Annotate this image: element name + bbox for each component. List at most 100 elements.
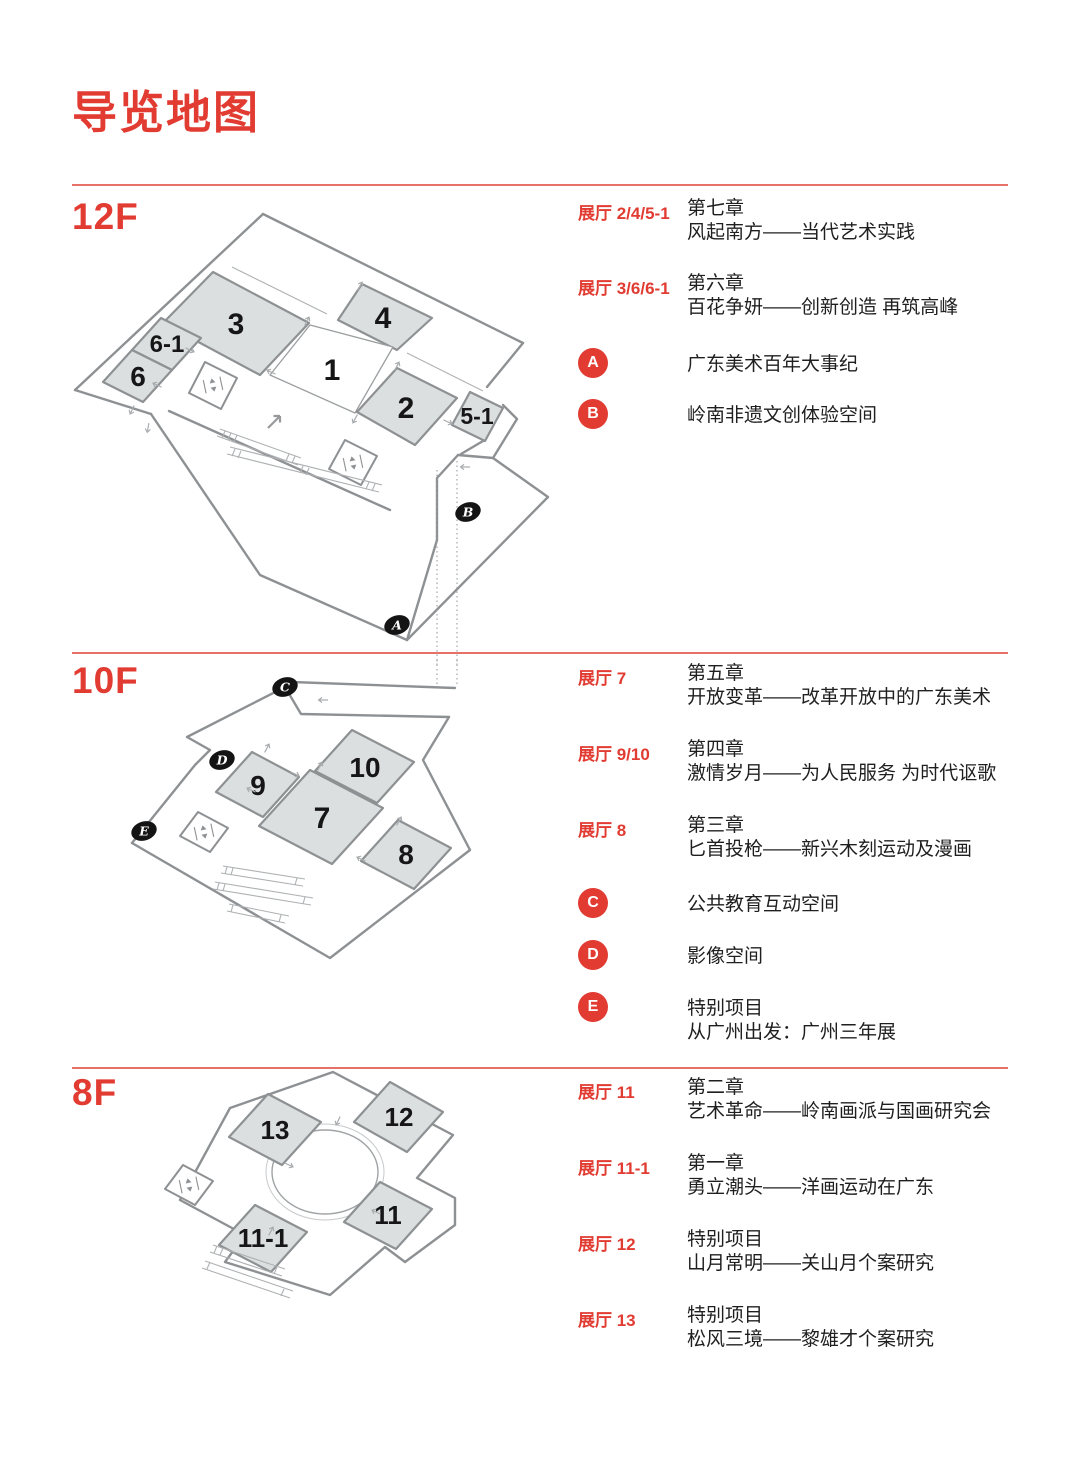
chapter: 第二章: [687, 1077, 745, 1098]
floor-label-10f: 10F: [72, 660, 139, 701]
hall-label: 展厅 3/6/6-1: [578, 279, 670, 298]
exhibit-title: 山月常明——关山月个案研究: [687, 1253, 935, 1274]
room-6-1: 6-1: [130, 316, 203, 372]
exhibit-title: 艺术革命——岭南画派与国画研究会: [687, 1101, 992, 1122]
legend-row: 展厅 3/6/6-1 第六章 百花争妍——创新创造 再筑高峰: [578, 272, 1014, 320]
svg-text:8: 8: [398, 839, 414, 870]
wall: [130, 715, 472, 960]
connector-dotted-line: [436, 461, 458, 665]
wall: [405, 453, 460, 642]
page-title: 导览地图: [72, 87, 261, 138]
corridor-line: [231, 266, 484, 392]
wall: [261, 212, 525, 345]
chapter: 特别项目: [687, 1305, 764, 1326]
room-6: 6: [101, 348, 174, 404]
legend-row: B 岭南非遗文创体验空间: [578, 399, 1014, 429]
marker-badge: E: [578, 992, 608, 1022]
svg-text:11: 11: [374, 1200, 402, 1230]
hall-label: 展厅 12: [578, 1235, 636, 1254]
legend-row: 展厅 8 第三章 匕首投枪——新兴木刻运动及漫画: [578, 814, 1014, 862]
hall-label: 展厅 2/4/5-1: [578, 204, 670, 223]
legend-row: 展厅 2/4/5-1 第七章 风起南方——当代艺术实践: [578, 197, 1014, 245]
legend-row: 展厅 9/10 第四章 激情岁月——为人民服务 为时代讴歌: [578, 738, 1014, 786]
room-9: 9: [214, 750, 301, 819]
room-11: 11: [342, 1180, 434, 1251]
room-11-1: 11-1: [217, 1203, 309, 1274]
marker-title: 特别项目: [687, 998, 764, 1019]
chapter: 第四章: [687, 739, 745, 760]
exhibit-title: 勇立潮头——洋画运动在广东: [687, 1177, 935, 1198]
exhibit-title: 百花争妍——创新创造 再筑高峰: [687, 297, 959, 318]
hall-label: 展厅 11-1: [578, 1159, 650, 1178]
legend-row: 展厅 11 第二章 艺术革命——岭南画派与国画研究会: [578, 1076, 1014, 1124]
svg-text:5-1: 5-1: [460, 403, 493, 429]
legend-row: 展厅 11-1 第一章 勇立潮头——洋画运动在广东: [578, 1152, 1014, 1200]
escalator: [216, 428, 302, 466]
exhibit-title: 开放变革——改革开放中的广东美术: [687, 687, 992, 708]
chapter: 特别项目: [687, 1229, 764, 1250]
wall: [485, 341, 525, 389]
svg-text:2: 2: [398, 392, 415, 425]
hall-label: 展厅 9/10: [578, 745, 650, 764]
legend-row: 展厅 12 特别项目 山月常明——关山月个案研究: [578, 1228, 1014, 1276]
svg-text:A: A: [391, 618, 402, 633]
hall-label: 展厅 13: [578, 1311, 636, 1330]
svg-text:D: D: [216, 753, 228, 768]
hall-label: 展厅 11: [578, 1083, 635, 1102]
marker-badge: D: [578, 940, 608, 970]
floor-map-12f: 3 4 1 2 6-1 6 5-1: [73, 212, 550, 665]
floor-map-8f: 13 12 11-1 11: [164, 1070, 457, 1299]
legend-row: 展厅 7 第五章 开放变革——改革开放中的广东美术: [578, 662, 1014, 710]
svg-text:1: 1: [324, 354, 341, 387]
legend-row: 展厅 13 特别项目 松风三境——黎雄才个案研究: [578, 1304, 1014, 1352]
map-marker-a: A: [384, 615, 410, 635]
floor-label-12f: 12F: [72, 196, 139, 237]
map-marker-c: C: [272, 677, 298, 697]
legend-row: A 广东美术百年大事纪: [578, 348, 1014, 378]
escalator: [226, 446, 383, 493]
wall: [130, 685, 287, 845]
rotunda: [271, 1129, 379, 1215]
section-divider: [72, 652, 1008, 654]
svg-text:13: 13: [261, 1115, 290, 1145]
elevator-icon: [179, 811, 229, 853]
wall: [459, 439, 485, 456]
room-5-1: 5-1: [450, 390, 505, 443]
direction-arrow: [266, 414, 282, 430]
section-divider: [72, 184, 1008, 186]
map-marker-d: D: [209, 750, 235, 770]
svg-text:10: 10: [349, 752, 380, 783]
elevator-icon: [328, 439, 378, 486]
elevator-icon: [164, 1164, 214, 1206]
hall-label: 展厅 7: [578, 669, 627, 688]
exhibit-title: 匕首投枪——新兴木刻运动及漫画: [687, 839, 973, 860]
marker-subtitle: 从广州出发：广州三年展: [687, 1022, 897, 1043]
room-7: 7: [257, 768, 385, 866]
room-2: 2: [355, 366, 459, 447]
marker-title: 公共教育互动空间: [687, 894, 840, 915]
wall: [149, 412, 409, 642]
wall: [73, 212, 265, 392]
svg-text:9: 9: [250, 770, 266, 801]
wall: [178, 1070, 457, 1297]
room-10: 10: [313, 728, 416, 805]
room-3: 3: [161, 270, 311, 377]
exhibit-title: 松风三境——黎雄才个案研究: [687, 1329, 935, 1350]
section-divider: [72, 1067, 1008, 1069]
svg-text:6: 6: [130, 361, 146, 392]
escalator: [212, 865, 314, 924]
map-marker-e: E: [131, 821, 157, 841]
svg-text:4: 4: [375, 302, 392, 335]
marker-title: 岭南非遗文创体验空间: [687, 405, 878, 426]
legend-row: E 特别项目 从广州出发：广州三年展: [578, 992, 1014, 1045]
wall: [405, 453, 550, 642]
svg-text:3: 3: [228, 308, 245, 341]
map-marker-b: B: [455, 502, 481, 522]
marker-title: 影像空间: [687, 946, 764, 967]
chapter: 第五章: [687, 663, 745, 684]
chapter: 第三章: [687, 815, 745, 836]
room-4: 4: [336, 282, 434, 352]
marker-badge: C: [578, 888, 608, 918]
chapter: 第六章: [687, 273, 745, 294]
